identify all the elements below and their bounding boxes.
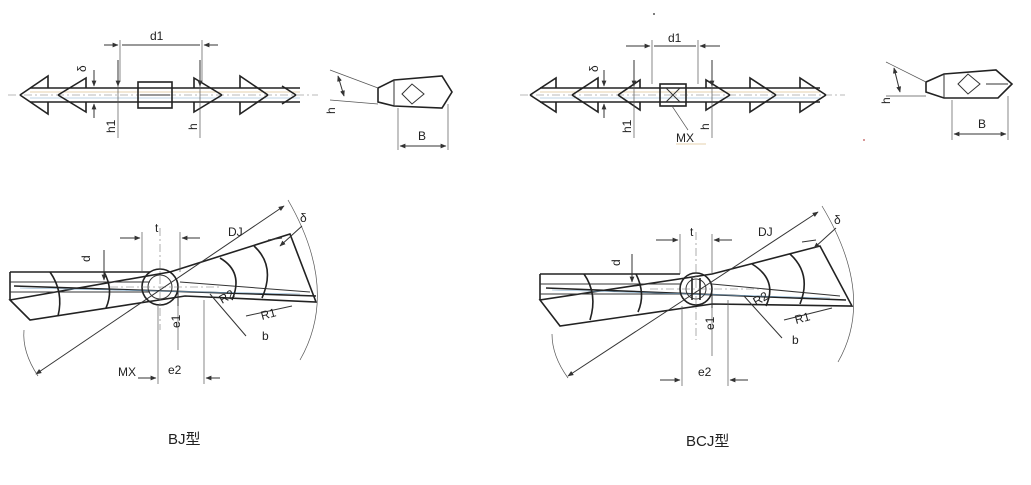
bcj-e1-label: e1 bbox=[703, 316, 717, 330]
bj-e2-label: e2 bbox=[168, 363, 182, 377]
bj-caption: BJ型 bbox=[168, 431, 201, 448]
bcj-e2-label: e2 bbox=[698, 365, 712, 379]
bcj-b-label: B bbox=[978, 117, 986, 131]
bcj-d-label: d bbox=[609, 259, 623, 266]
bj-end-view: B h bbox=[324, 69, 453, 150]
bcj-plan-view: t d DJ δ R2 R1 b e1 e2 bbox=[538, 205, 855, 386]
bcj-end-view: B h bbox=[879, 61, 1014, 140]
bj-h-label: h bbox=[186, 123, 200, 130]
bj-e1-label: e1 bbox=[169, 314, 183, 328]
bcj-end-h-label: h bbox=[879, 97, 893, 104]
bcj-d1-label: d1 bbox=[668, 31, 682, 45]
bcj-mx-label: MX bbox=[676, 131, 694, 145]
bj-d-label: d bbox=[79, 255, 93, 262]
stray-mark bbox=[863, 139, 865, 141]
bcj-r2-label: R2 bbox=[751, 289, 772, 309]
bj-b-plan-label: b bbox=[262, 329, 269, 343]
bj-t-label: t bbox=[155, 221, 159, 235]
bj-dj-label: DJ bbox=[228, 225, 243, 239]
bcj-h1-label: h1 bbox=[620, 119, 634, 133]
bcj-plan-delta-label: δ bbox=[834, 213, 841, 227]
bj-side-view: d1 δ h1 h bbox=[8, 29, 318, 138]
bj-b-label: B bbox=[418, 129, 426, 143]
bj-mx-label: MX bbox=[118, 365, 136, 379]
bcj-b-plan-label: b bbox=[792, 333, 799, 347]
bj-h1-label: h1 bbox=[104, 119, 118, 133]
bj-r2-label: R2 bbox=[217, 287, 238, 307]
bcj-delta-label: δ bbox=[587, 65, 601, 72]
bcj-caption: BCJ型 bbox=[686, 433, 729, 450]
bj-r1-label: R1 bbox=[259, 305, 278, 323]
bj-d1-label: d1 bbox=[150, 29, 164, 43]
bcj-t-label: t bbox=[690, 225, 694, 239]
bcj-r1-label: R1 bbox=[793, 309, 812, 327]
bj-end-h-label: h bbox=[324, 107, 338, 114]
bj-delta-label: δ bbox=[75, 65, 89, 72]
bcj-h-label: h bbox=[698, 123, 712, 130]
bj-plan-view: t d DJ δ R2 R1 b e1 MX e2 bbox=[8, 199, 318, 384]
stray-mark bbox=[653, 13, 655, 15]
bcj-side-view: d1 δ h1 h MX bbox=[520, 31, 845, 145]
bcj-dj-label: DJ bbox=[758, 225, 773, 239]
bj-plan-delta-label: δ bbox=[300, 211, 307, 225]
